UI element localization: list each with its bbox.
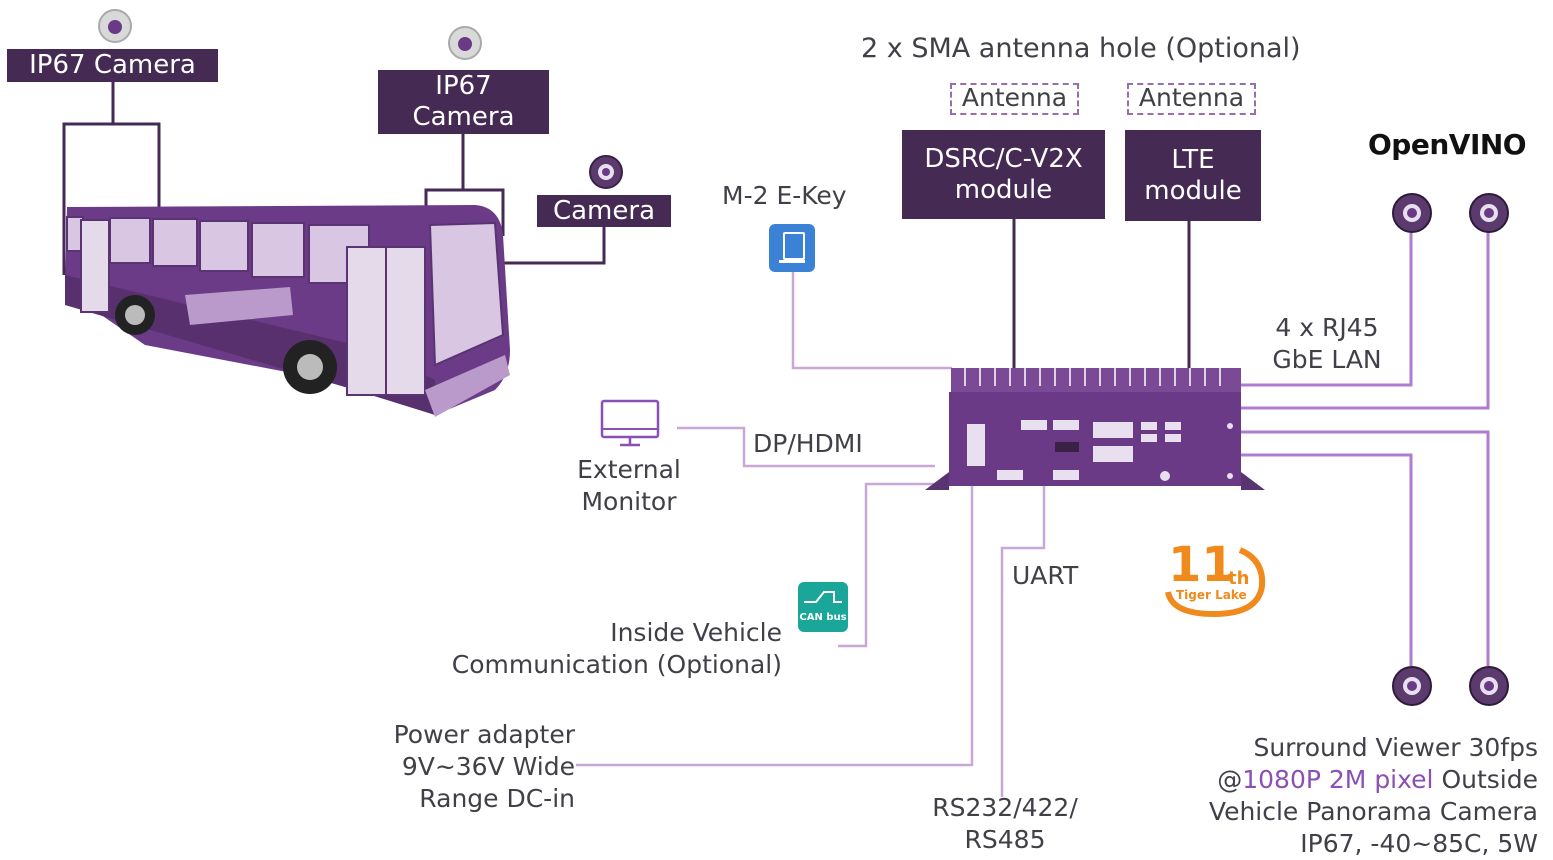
power-adapter-label-line1: Power adapter (393, 720, 575, 749)
surround-label-line1: Surround Viewer 30fps (1253, 733, 1538, 762)
ip67-camera-box-2: IP67 Camera (378, 70, 549, 134)
surround-outside-text: Outside (1433, 765, 1538, 794)
surround-camera-icon (1469, 666, 1509, 706)
surround-at-sign: @ (1217, 765, 1243, 794)
surround-resolution-highlight: 1080P 2M pixel (1242, 765, 1434, 794)
surround-camera-icon (1469, 193, 1509, 233)
lte-module-label-line2: module (1144, 175, 1242, 206)
surround-label-line2: @1080P 2M pixel Outside (1180, 764, 1538, 796)
camera-icon (589, 155, 623, 189)
antenna-slot-1: Antenna (950, 83, 1079, 115)
serial-label-line2: RS485 (964, 825, 1046, 854)
camera-box: Camera (537, 195, 671, 227)
dsrc-module-box: DSRC/C-V2X module (902, 130, 1105, 219)
camera-label: Camera (552, 195, 656, 226)
surround-label-line4: IP67, -40~85C, 5W (1300, 829, 1538, 858)
external-monitor-label-line1: External (577, 455, 681, 484)
surround-camera-icon (1392, 193, 1432, 233)
ip67-camera-label: IP67 Camera (29, 50, 196, 80)
dp-hdmi-label: DP/HDMI (753, 429, 863, 458)
tiger-lake-suffix: th (1228, 568, 1250, 589)
power-adapter-label-line3: Range DC-in (419, 784, 575, 813)
inside-vehicle-label-line1: Inside Vehicle (610, 618, 782, 647)
lan-label-line2: GbE LAN (1272, 345, 1382, 374)
can-bus-icon-text: CAN bus (799, 612, 847, 623)
inside-vehicle-label-line2: Communication (Optional) (451, 650, 782, 679)
bus-illustration (65, 205, 510, 417)
m2-ekey-label: M-2 E-Key (722, 181, 847, 210)
ip67-camera-box-1: IP67 Camera (7, 49, 218, 82)
tiger-lake-name: Tiger Lake (1176, 588, 1247, 602)
openvino-logo: OpenVINO (1368, 128, 1527, 161)
lte-module-box: LTE module (1125, 130, 1261, 221)
ip67-camera-label-line2: Camera (412, 102, 515, 132)
antenna-label-2: Antenna (1138, 83, 1245, 112)
dsrc-module-label-line2: module (954, 174, 1053, 205)
m2-card-icon (769, 224, 815, 272)
dome-camera-icon (98, 9, 132, 43)
ip67-camera-label-line1: IP67 (435, 71, 492, 101)
sma-antenna-header: 2 x SMA antenna hole (Optional) (861, 33, 1301, 64)
lte-module-label-line1: LTE (1171, 144, 1215, 175)
lan-label-line1: 4 x RJ45 (1275, 313, 1379, 342)
embedded-computer (925, 368, 1265, 490)
can-bus-icon: CAN bus (798, 582, 848, 632)
tiger-lake-number: 11 (1168, 537, 1235, 593)
antenna-label-1: Antenna (961, 83, 1068, 112)
antenna-slot-2: Antenna (1127, 83, 1256, 115)
dome-camera-icon (448, 26, 482, 60)
tiger-lake-logo: 11 th Tiger Lake (1162, 540, 1268, 618)
monitor-icon (600, 399, 660, 447)
uart-label: UART (1012, 561, 1079, 590)
power-adapter-label-line2: 9V~36V Wide (401, 752, 575, 781)
surround-label-line3: Vehicle Panorama Camera (1208, 797, 1538, 826)
surround-camera-icon (1392, 666, 1432, 706)
dsrc-module-label-line1: DSRC/C-V2X (924, 143, 1083, 174)
external-monitor-label-line2: Monitor (581, 487, 677, 516)
serial-label-line1: RS232/422/ (932, 793, 1078, 822)
